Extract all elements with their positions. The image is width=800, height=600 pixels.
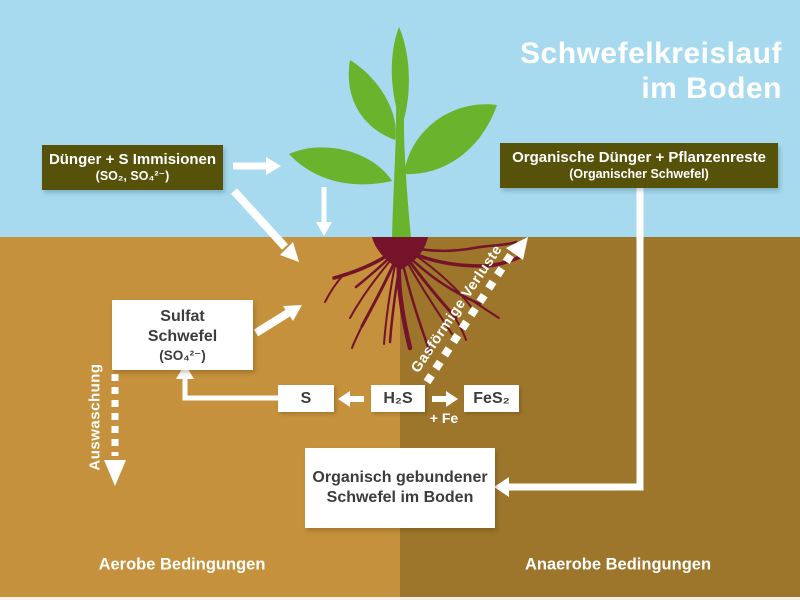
arrow-h2s-to-fes2 [432, 391, 458, 407]
box-iron-sulfide: FeS₂ [464, 385, 519, 412]
arrow-fertilizer-to-plant [233, 157, 281, 175]
plant-leaf-lower-left [289, 147, 392, 185]
box-organic-fertilizer-line1: Organische Dünger + Pflanzenreste [512, 149, 766, 166]
plant-leaf-upper-left [348, 60, 396, 140]
arrow-gaseous-losses-dashed [423, 237, 528, 385]
box-sulfate-sulfur: Sulfat Schwefel (SO₄²⁻) [112, 300, 253, 370]
arrow-fertilizer-to-soil [231, 188, 299, 262]
box-organic-bound-sulfur: Organisch gebundener Schwefel im Boden [305, 448, 495, 528]
title-line-2: im Boden [641, 72, 782, 105]
box-organic-fertilizer: Organische Dünger + Pflanzenreste (Organ… [500, 143, 778, 188]
label-leaching: Auswaschung [86, 363, 104, 471]
box-sulfate-line2: Schwefel [147, 327, 218, 345]
label-aerobic-conditions: Aerobe Bedingungen [98, 555, 266, 574]
label-plus-fe: + Fe [429, 410, 459, 426]
page-title: Schwefelkreislauf im Boden [520, 36, 782, 106]
box-elemental-sulfur: S [278, 385, 334, 412]
box-fertilizer-line2: (SO₂, SO₄²⁻) [95, 169, 170, 183]
box-fertilizer-immissions: Dünger + S Immisionen (SO₂, SO₄²⁻) [42, 145, 223, 190]
title-line-1: Schwefelkreislauf [520, 37, 782, 70]
box-sulfate-line1: Sulfat [160, 307, 205, 325]
arrow-h2s-to-s [338, 391, 364, 407]
flow-arrows [104, 157, 644, 497]
soil-aerobic-zone [0, 237, 400, 600]
arrow-s-to-sulfate [176, 364, 278, 401]
plant-leaf-right [404, 104, 497, 175]
box-organic-bound-line1: Organisch gebundener [312, 469, 488, 486]
bottom-edge-line [0, 597, 800, 600]
box-fertilizer-line1: Dünger + S Immisionen [48, 151, 217, 168]
plant-illustration [289, 27, 497, 238]
arrow-sulfate-to-roots [253, 305, 302, 337]
plant-leaf-top [391, 27, 409, 126]
box-organic-bound-line2: Schwefel im Boden [326, 489, 474, 506]
arrow-deposition-down [316, 187, 332, 236]
arrow-leaching-dashed [104, 374, 126, 486]
box-organic-fertilizer-line2: (Organischer Schwefel) [569, 167, 709, 181]
plant-roots [324, 237, 522, 354]
box-sulfate-line3: (SO₄²⁻) [159, 347, 206, 363]
arrow-organic-to-bound [494, 188, 644, 497]
label-anaerobic-conditions: Anaerobe Bedingungen [524, 555, 712, 574]
box-hydrogen-sulfide: H₂S [371, 385, 425, 412]
